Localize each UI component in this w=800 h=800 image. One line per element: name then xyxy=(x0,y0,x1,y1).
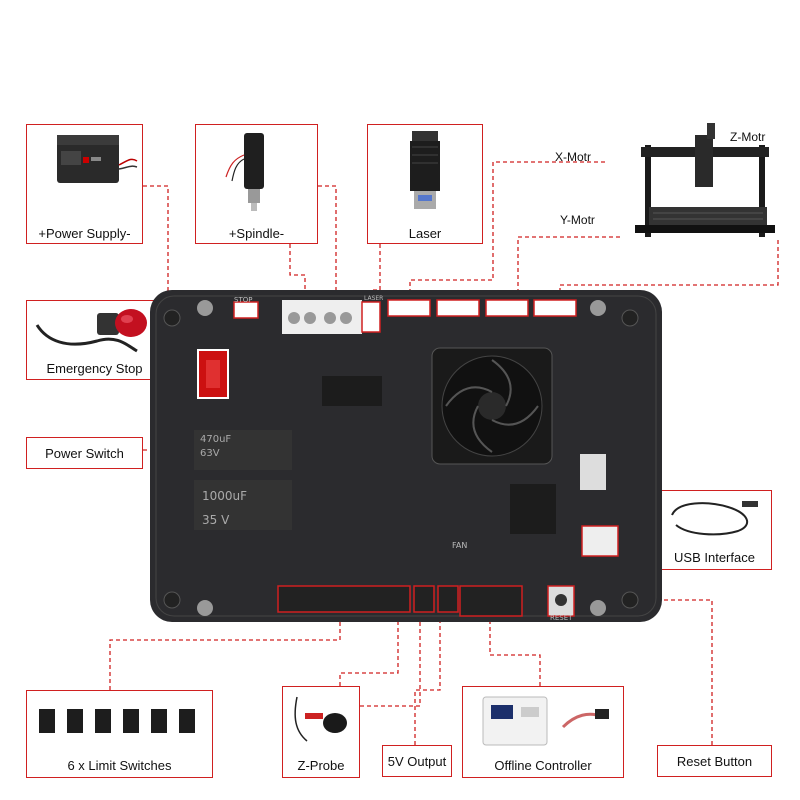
spindle-box: +Spindle- xyxy=(195,124,318,244)
limit-switches-label: 6 x Limit Switches xyxy=(67,758,172,773)
offline-controller-box: Offline Controller xyxy=(462,686,624,778)
usb-cable-image xyxy=(671,501,758,536)
cap-35v-text: 35 V xyxy=(202,513,230,527)
power-supply-label: +Power Supply- xyxy=(38,226,131,241)
zprobe-line-a xyxy=(339,618,399,700)
y-motor-line xyxy=(517,236,620,298)
zprobe-line-b xyxy=(360,618,421,707)
z-motor-label: Z-Motr xyxy=(730,130,766,144)
z-probe-box: Z-Probe xyxy=(282,686,360,778)
emergency-stop-label: Emergency Stop xyxy=(46,361,143,376)
cap-470-text: 470uF xyxy=(200,434,231,445)
power-supply-image xyxy=(57,135,138,183)
cap-1000-text: 1000uF xyxy=(202,489,247,503)
z-probe-image xyxy=(294,696,347,742)
offline-controller-image xyxy=(482,696,609,746)
laser-label: Laser xyxy=(408,226,442,241)
laser-box: Laser xyxy=(367,124,483,244)
usb-interface-label: USB Interface xyxy=(674,550,755,565)
reset-button-box: Reset Button xyxy=(657,745,772,777)
spindle-label: +Spindle- xyxy=(228,226,285,241)
spindle-line-1 xyxy=(289,244,306,300)
limit-line xyxy=(109,618,341,690)
spindle-image xyxy=(225,133,264,211)
emergency-stop-image xyxy=(35,309,147,353)
power-supply-line xyxy=(143,185,228,313)
cnc-machine-image xyxy=(635,123,775,237)
reset-text: RESET xyxy=(550,614,573,622)
power-switch-label: Power Switch xyxy=(45,446,124,461)
control-board: 470uF 63V 1000uF 35 V FAN STOP LASER RES… xyxy=(150,290,662,622)
x-motor-label: X-Motr xyxy=(555,150,591,164)
cap-63v-text: 63V xyxy=(200,448,220,459)
x-motor-line xyxy=(409,162,494,298)
five-v-output-label: 5V Output xyxy=(387,754,447,769)
y-motor-label: Y-Motr xyxy=(560,213,595,227)
limit-switches-image xyxy=(39,709,195,733)
offline-line xyxy=(489,618,541,686)
laser-image xyxy=(410,131,440,209)
control-board-image: 470uF 63V 1000uF 35 V FAN STOP LASER RES… xyxy=(150,290,662,622)
reset-button-label: Reset Button xyxy=(676,754,753,769)
power-supply-box: +Power Supply- xyxy=(26,124,143,244)
emergency-stop-box: Emergency Stop xyxy=(26,300,163,380)
fan-text: FAN xyxy=(452,541,467,550)
z-probe-label: Z-Probe xyxy=(297,758,345,773)
offline-controller-label: Offline Controller xyxy=(494,758,592,773)
spindle-line-2 xyxy=(318,185,337,300)
power-switch-box: Power Switch xyxy=(26,437,143,469)
laser-text: LASER xyxy=(364,295,383,302)
five-v-output-box: 5V Output xyxy=(382,745,452,777)
stop-text: STOP xyxy=(234,296,252,304)
usb-interface-box: USB Interface xyxy=(657,490,772,570)
fivev-line xyxy=(414,618,441,745)
limit-switches-box: 6 x Limit Switches xyxy=(26,690,213,778)
